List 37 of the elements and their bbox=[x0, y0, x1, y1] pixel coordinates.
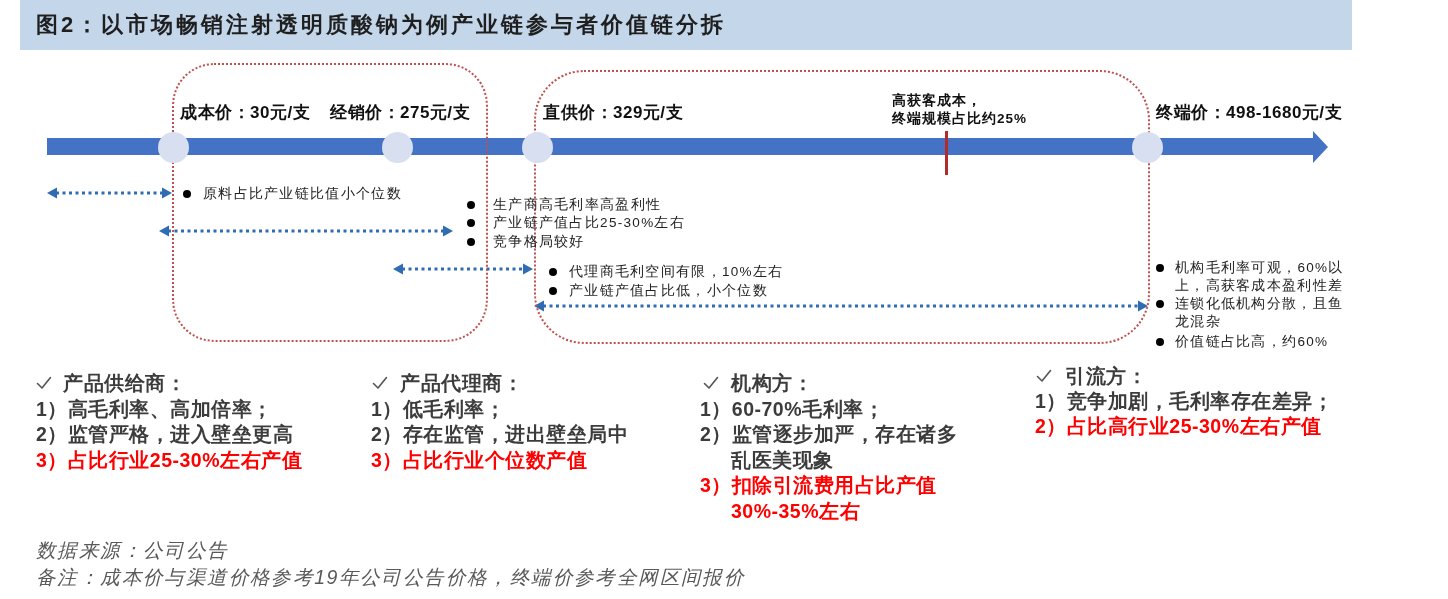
bullet-text: 连锁化低机构分散，且鱼龙混杂 bbox=[1175, 295, 1345, 331]
bullet-text: 竞争格局较好 bbox=[493, 233, 585, 251]
timeline-marker bbox=[158, 132, 189, 163]
list-item: 1）高毛利率、高加倍率； bbox=[36, 397, 273, 422]
list-item: 2）监管逐步加严，存在诸多乱医美现象 bbox=[700, 422, 959, 473]
list-item: 3）占比行业个位数产值 bbox=[371, 448, 588, 473]
bullet-text: 价值链占比高，约60% bbox=[1175, 333, 1329, 351]
bullet-text: 原料占比产业链比值小个位数 bbox=[203, 185, 402, 203]
section-heading: 机构方： bbox=[731, 371, 813, 396]
section-heading: 产品代理商： bbox=[400, 371, 523, 396]
price-label: 经销价：275元/支 bbox=[330, 102, 471, 124]
bullet-text: 机构毛利率可观，60%以上，高获客成本盈利性差 bbox=[1175, 259, 1345, 295]
source-note: 数据来源：公司公告 bbox=[36, 538, 229, 563]
price-label: 终端价：498-1680元/支 bbox=[1156, 102, 1343, 124]
list-item: 1）60-70%毛利率； bbox=[700, 397, 885, 422]
list-item: 3）占比行业25-30%左右产值 bbox=[36, 448, 303, 473]
list-item: 1）低毛利率； bbox=[371, 397, 506, 422]
list-item: 3）扣除引流费用占比产值30%-35%左右 bbox=[700, 473, 938, 524]
list-item: 2）占比高行业25-30%左右产值 bbox=[1035, 414, 1322, 439]
bullet-text: 生产商高毛利率高盈利性 bbox=[493, 196, 662, 214]
list-item: 1）竞争加剧，毛利率存在差异； bbox=[1035, 389, 1334, 414]
bullet-text: 产业链产值占比25-30%左右 bbox=[493, 214, 686, 232]
section-heading: 引流方： bbox=[1065, 364, 1147, 389]
bullet-text: 代理商毛利空间有限，10%左右 bbox=[569, 263, 784, 281]
bullet-text: 产业链产值占比低，小个位数 bbox=[569, 282, 768, 300]
footnote: 备注：成本价与渠道价格参考19年公司公告价格，终端价参考全网区间报价 bbox=[36, 565, 746, 590]
annotation-label: 高获客成本，终端规模占比约25% bbox=[892, 92, 1029, 128]
price-label: 直供价：329元/支 bbox=[543, 102, 684, 124]
timeline-marker bbox=[522, 132, 553, 163]
list-item: 2）存在监管，进出壁垒局中 bbox=[371, 422, 629, 447]
title-banner: 图2：以市场畅销注射透明质酸钠为例产业链参与者价值链分拆 bbox=[20, 0, 1352, 50]
list-item: 2）监管严格，进入壁垒更高 bbox=[36, 422, 294, 447]
timeline-marker bbox=[382, 132, 413, 163]
price-label: 成本价：30元/支 bbox=[180, 102, 311, 124]
timeline-marker bbox=[1132, 132, 1163, 163]
section-heading: 产品供给商： bbox=[63, 371, 186, 396]
tick-mark bbox=[945, 131, 948, 175]
